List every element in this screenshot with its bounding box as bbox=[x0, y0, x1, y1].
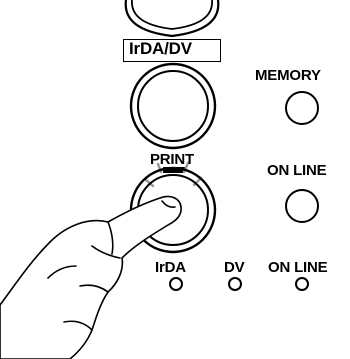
irda-dv-button[interactable] bbox=[129, 62, 217, 150]
irda-dv-label: IrDA/DV bbox=[129, 39, 192, 58]
print-indicator-bar bbox=[163, 167, 185, 173]
on-line-button-label: ON LINE bbox=[267, 162, 327, 179]
irda-led bbox=[169, 277, 183, 291]
irda-dv-label-box bbox=[123, 39, 221, 62]
irda-led-label: IrDA bbox=[155, 259, 186, 276]
pointing-hand-icon bbox=[0, 195, 182, 359]
memory-label: MEMORY bbox=[255, 67, 321, 84]
on-line-led-label: ON LINE bbox=[268, 259, 328, 276]
on-line-button[interactable] bbox=[285, 189, 319, 223]
dv-led-label: DV bbox=[224, 259, 245, 276]
dv-led bbox=[228, 277, 242, 291]
top-button[interactable] bbox=[124, 0, 220, 38]
memory-button[interactable] bbox=[285, 91, 319, 125]
print-label: PRINT bbox=[150, 151, 195, 168]
on-line-led bbox=[295, 277, 309, 291]
